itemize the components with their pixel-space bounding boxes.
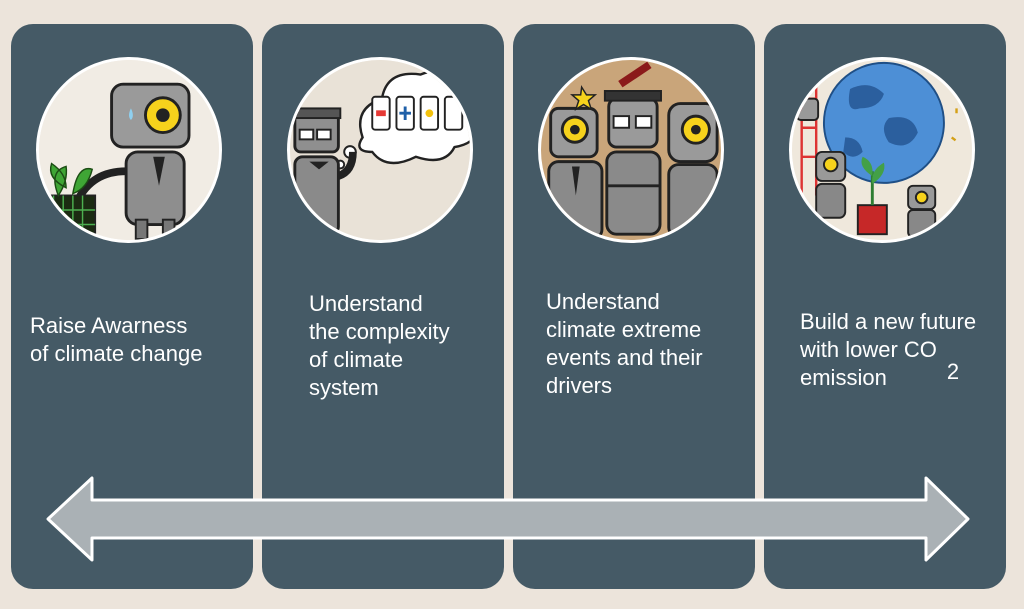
step-card-extremes: Understand climate extreme events and th… xyxy=(513,24,755,589)
step-card-future: Build a new future with lower CO emissio… xyxy=(764,24,1006,589)
step-caption-awareness: Raise Awarness of climate change xyxy=(30,313,203,366)
robots-group-icon xyxy=(541,60,721,240)
step-card-awareness: Raise Awarness of climate change xyxy=(11,24,253,589)
step-caption-complexity: Understand the complexity of climate sys… xyxy=(309,291,450,400)
robot-thought-bubble-icon xyxy=(290,60,470,240)
robots-globe-icon xyxy=(792,60,972,240)
illustration-robots-globe xyxy=(789,57,975,243)
illustration-robot-with-plant xyxy=(36,57,222,243)
illustration-robot-thinking xyxy=(287,57,473,243)
robot-plant-icon xyxy=(39,60,219,240)
step-caption-extremes: Understand climate extreme events and th… xyxy=(546,289,703,398)
illustration-robots-group xyxy=(538,57,724,243)
step-card-complexity: Understand the complexity of climate sys… xyxy=(262,24,504,589)
step-caption-future: Build a new future with lower CO emissio… xyxy=(800,309,977,390)
co2-subscript: 2 xyxy=(946,359,960,384)
